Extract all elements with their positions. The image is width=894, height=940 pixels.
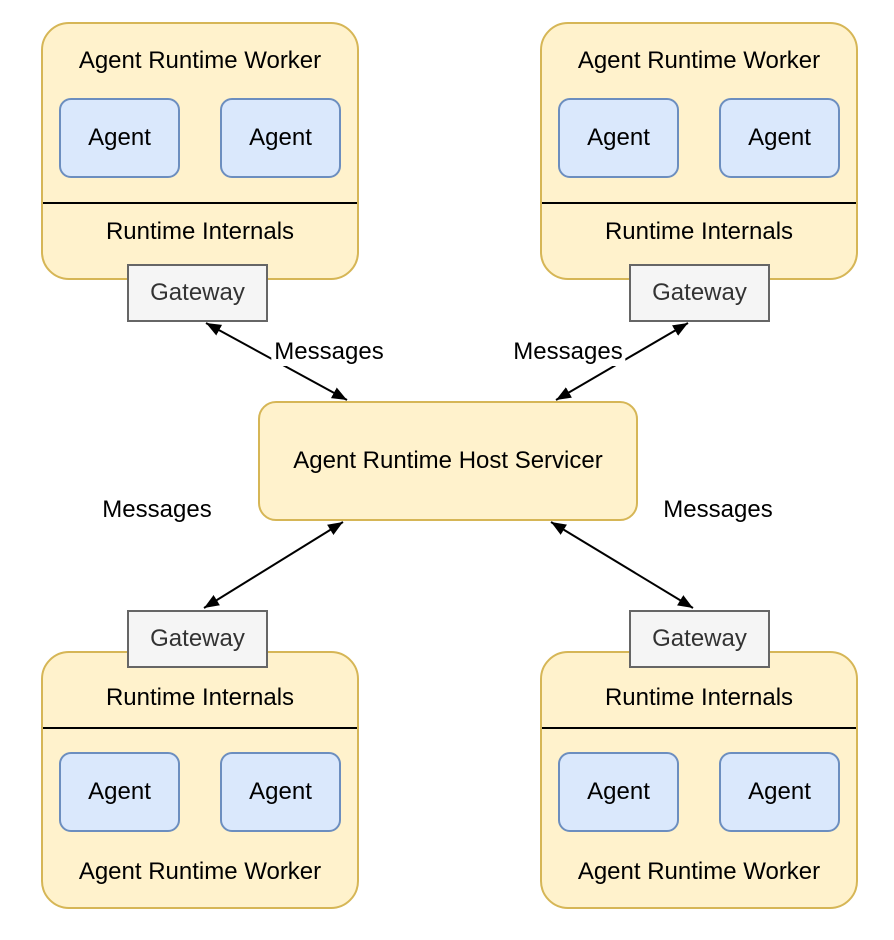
agent-box: Agent <box>220 752 341 832</box>
agent-box: Agent <box>220 98 341 178</box>
worker-divider <box>542 202 856 204</box>
runtime-internals-label: Runtime Internals <box>604 218 794 245</box>
worker-divider <box>43 202 357 204</box>
agent-box: Agent <box>719 752 840 832</box>
gateway-box-top-left: Gateway <box>127 264 268 322</box>
runtime-internals-label: Runtime Internals <box>105 218 295 245</box>
worker-card-bottom-right: Runtime Internals Agent Agent Agent Runt… <box>540 651 858 909</box>
worker-title: Agent Runtime Worker <box>577 858 821 885</box>
worker-card-bottom-left: Runtime Internals Agent Agent Agent Runt… <box>41 651 359 909</box>
host-servicer-box: Agent Runtime Host Servicer <box>258 401 638 521</box>
agent-box: Agent <box>558 752 679 832</box>
runtime-internals-label: Runtime Internals <box>105 684 295 711</box>
agent-box: Agent <box>59 98 180 178</box>
gateway-box-bottom-right: Gateway <box>629 610 770 668</box>
worker-title: Agent Runtime Worker <box>78 858 322 885</box>
messages-arrow-bottom-right <box>550 521 694 609</box>
messages-arrow-bottom-left <box>203 521 344 609</box>
agent-box: Agent <box>59 752 180 832</box>
worker-title: Agent Runtime Worker <box>78 47 322 74</box>
worker-card-top-right: Agent Runtime Worker Agent Agent Runtime… <box>540 22 858 280</box>
worker-title: Agent Runtime Worker <box>577 47 821 74</box>
message-label-bottom-right: Messages <box>660 496 776 524</box>
agent-box: Agent <box>719 98 840 178</box>
message-label-bottom-left: Messages <box>99 496 215 524</box>
worker-divider <box>43 727 357 729</box>
gateway-box-top-right: Gateway <box>629 264 770 322</box>
runtime-internals-label: Runtime Internals <box>604 684 794 711</box>
worker-divider <box>542 727 856 729</box>
worker-card-top-left: Agent Runtime Worker Agent Agent Runtime… <box>41 22 359 280</box>
message-label-top-right: Messages <box>510 338 626 366</box>
agent-box: Agent <box>558 98 679 178</box>
message-label-top-left: Messages <box>271 338 387 366</box>
gateway-box-bottom-left: Gateway <box>127 610 268 668</box>
